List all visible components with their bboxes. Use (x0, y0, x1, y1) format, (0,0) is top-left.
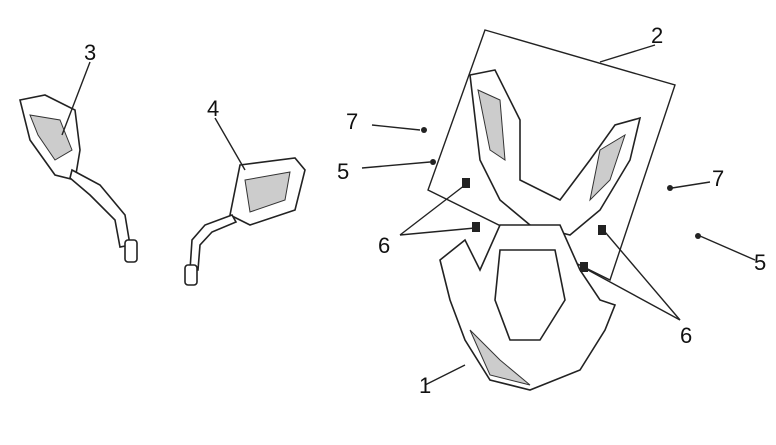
callout-3: 3 (84, 40, 96, 65)
left-mirror (19, 61, 138, 263)
callout-7: 7 (712, 166, 724, 191)
right-mirror (184, 117, 306, 286)
callout-7: 7 (346, 109, 358, 134)
front-cover (424, 224, 617, 391)
callout-5: 5 (337, 159, 349, 184)
callout-1: 1 (419, 373, 431, 398)
upper-cover (427, 29, 676, 281)
callout-4: 4 (207, 96, 219, 121)
callout-5: 5 (754, 250, 766, 275)
callout-6: 6 (680, 323, 692, 348)
fasteners (361, 124, 756, 321)
callout-6: 6 (378, 233, 390, 258)
callout-2: 2 (651, 23, 663, 48)
